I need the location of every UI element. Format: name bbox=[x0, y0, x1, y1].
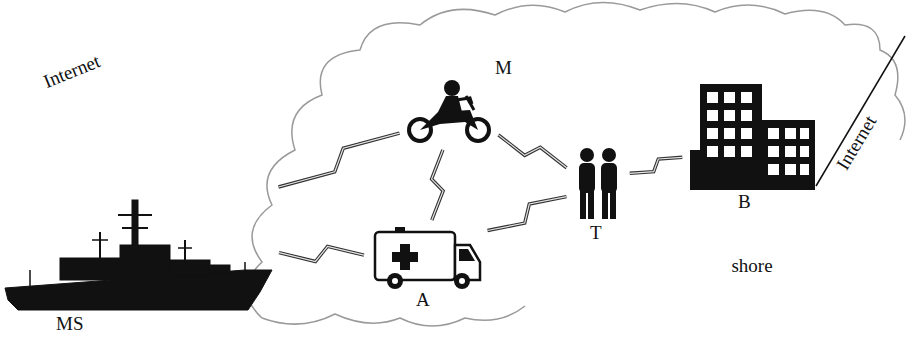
ship-icon bbox=[5, 200, 272, 310]
device-label: M bbox=[495, 58, 512, 79]
wireless-link bbox=[279, 246, 364, 261]
cloud-outline bbox=[247, 2, 905, 318]
device-node: M bbox=[405, 78, 493, 144]
internet-line bbox=[816, 36, 905, 186]
ambulance-icon bbox=[375, 227, 480, 289]
cloud-outline-bottom bbox=[262, 306, 525, 326]
region-label: shore bbox=[731, 256, 772, 277]
wireless-link bbox=[488, 197, 567, 231]
people-icon bbox=[579, 148, 617, 219]
wireless-link-core bbox=[630, 157, 683, 173]
wireless-link-core bbox=[498, 135, 566, 168]
wireless-link-core bbox=[432, 150, 444, 220]
device-node: A bbox=[370, 226, 482, 288]
motorcycle-icon bbox=[409, 80, 489, 141]
wireless-link-core bbox=[279, 246, 364, 261]
device-label: A bbox=[416, 290, 430, 311]
device-label: B bbox=[738, 192, 751, 213]
wireless-link bbox=[432, 150, 444, 220]
wireless-link bbox=[498, 135, 566, 168]
wireless-link-core bbox=[278, 133, 399, 187]
wireless-link bbox=[630, 157, 683, 173]
wireless-link-core bbox=[488, 197, 567, 231]
device-node: T bbox=[572, 145, 624, 221]
network-label: Internet bbox=[41, 51, 104, 93]
building-icon bbox=[690, 84, 815, 190]
wireless-link bbox=[278, 133, 399, 187]
device-label: MS bbox=[56, 314, 83, 335]
device-node: B bbox=[688, 82, 816, 190]
device-label: T bbox=[590, 223, 602, 244]
device-node: MS bbox=[8, 185, 273, 312]
